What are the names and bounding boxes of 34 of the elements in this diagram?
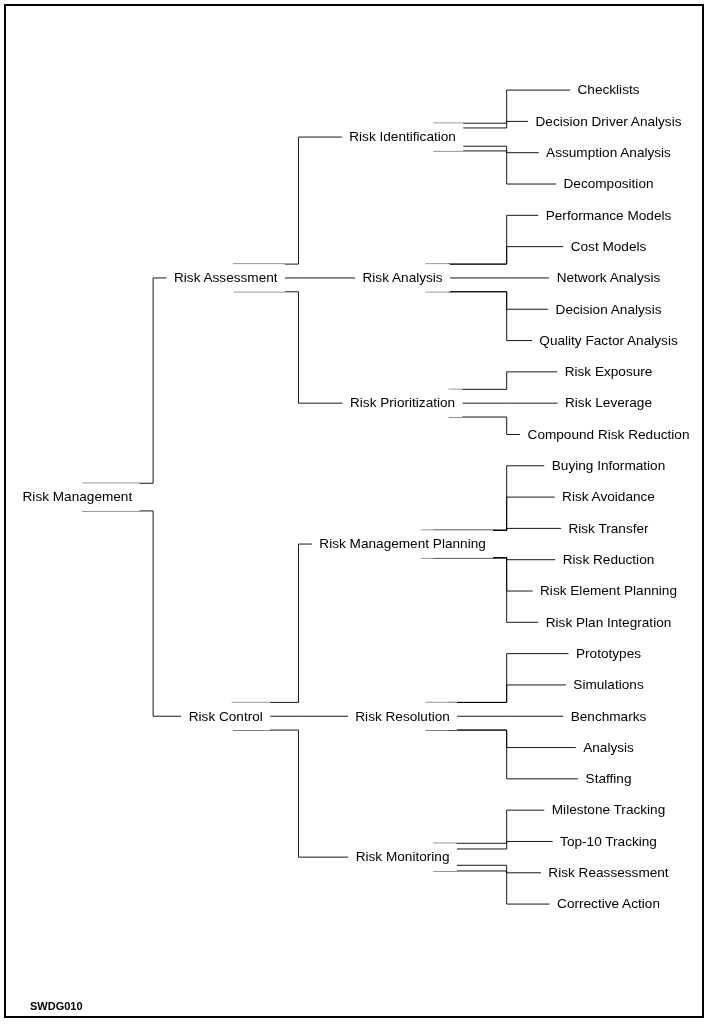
connector-line <box>232 729 349 858</box>
node-label: Decision Driver Analysis <box>528 107 689 136</box>
connector-line <box>432 150 557 185</box>
node-label: Risk Analysis <box>355 264 450 292</box>
node-label: Prototypes <box>568 639 649 668</box>
connector-line <box>462 145 540 154</box>
connector-line <box>448 416 521 435</box>
node-label: Risk Control <box>181 702 271 730</box>
connector-line <box>456 840 554 850</box>
connector-line <box>269 715 349 717</box>
connector-line <box>448 246 564 265</box>
figure-code: SWDG010 <box>30 1000 83 1012</box>
node-label: Top-10 Tracking <box>552 827 665 856</box>
node-label: Analysis <box>575 733 642 762</box>
connector-line <box>425 729 579 780</box>
node-label: Risk Assessment <box>166 264 285 292</box>
connector-line <box>461 402 559 404</box>
node-label: Risk Transfer <box>561 514 656 543</box>
node-label: Risk Monitoring <box>348 843 457 871</box>
connector-line <box>432 870 551 905</box>
connector-line <box>420 557 539 623</box>
node-label: Quality Factor Analysis <box>532 326 685 355</box>
connector-line <box>456 864 542 874</box>
connector-line <box>492 527 562 531</box>
connector-line <box>449 277 550 279</box>
connector-line <box>425 214 539 265</box>
node-label: Risk Prioritization <box>342 389 463 417</box>
connector-line <box>81 510 182 717</box>
connector-line <box>284 277 356 279</box>
connector-line <box>456 715 564 717</box>
node-label: Compound Risk Reduction <box>520 420 697 449</box>
connector-line <box>232 136 343 265</box>
node-label: Risk Management Planning <box>312 530 494 558</box>
connector-line <box>462 120 529 129</box>
